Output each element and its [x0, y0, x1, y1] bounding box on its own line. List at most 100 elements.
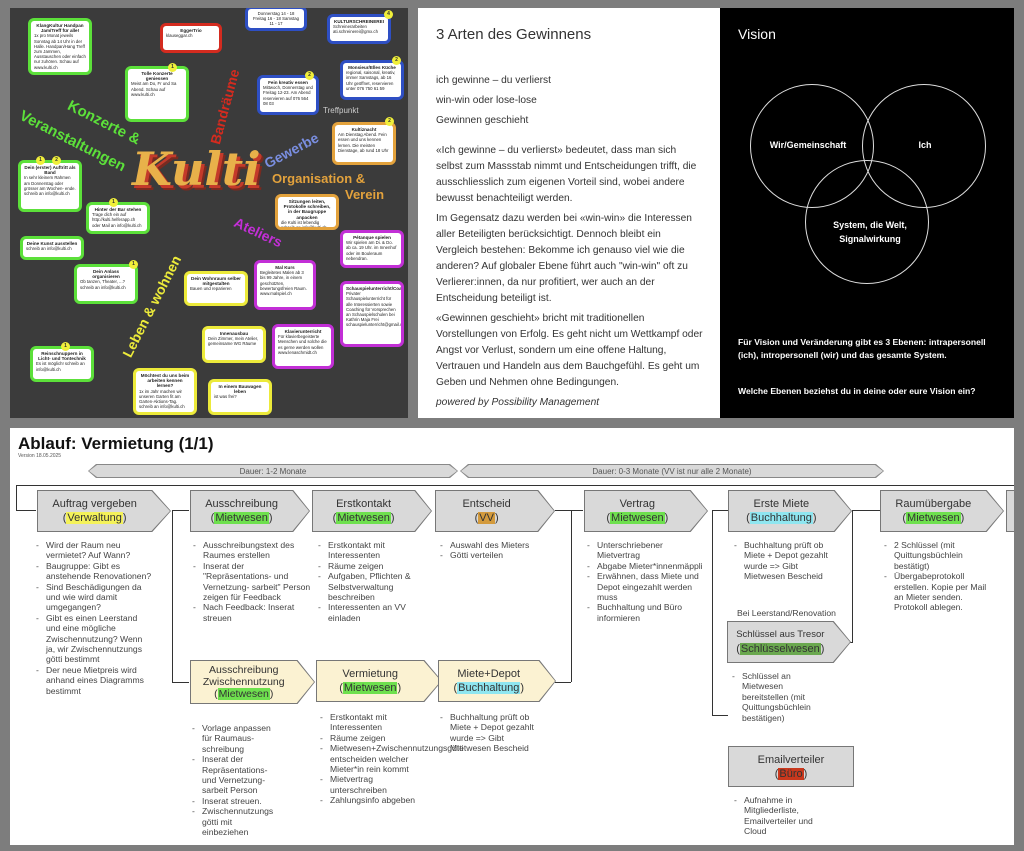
- list-item: Götti verteilen: [438, 550, 548, 561]
- branch-verein: Verein: [345, 187, 385, 202]
- step-title: Ausschreibung Zwischennutzung: [202, 664, 285, 688]
- step-partial: [1006, 490, 1014, 532]
- connector: [16, 485, 17, 510]
- step-notes: Schlüssel an Mietwesen bereitstellen (mi…: [730, 671, 828, 723]
- vision-panel: Vision Wir/Gemeinschaft Ich System, die …: [720, 8, 1014, 418]
- step-miete-depot[interactable]: Miete+Depot(Buchhaltung): [438, 660, 556, 702]
- step-title: Erstkontakt: [336, 498, 392, 510]
- connector: [172, 510, 189, 511]
- step-notes: 2 Schlüssel (mit Quittungsbüchlein bestä…: [882, 540, 992, 613]
- number-badge: 2: [385, 117, 394, 126]
- vision-title: Vision: [738, 26, 776, 42]
- list-item: Zahlungsinfo abgeben: [318, 795, 416, 806]
- connector: [16, 510, 36, 511]
- connector: [16, 485, 1014, 486]
- list-item: Aufnahme in Mitgliederliste, Emailvertei…: [732, 795, 830, 837]
- step-title: Raumübergabe: [895, 498, 972, 510]
- step-role: Mietwesen: [336, 512, 391, 524]
- step-erstkontakt[interactable]: Erstkontakt(Mietwesen): [312, 490, 432, 532]
- connector: [555, 510, 583, 511]
- list-item: Übergabeprotokoll erstellen. Kopie per M…: [882, 571, 992, 613]
- step-role: Mietwesen: [217, 688, 270, 700]
- vision-question: Welche Ebenen beziehst du in deine oder …: [738, 386, 976, 396]
- list-item: Wird der Raum neu vermietet? Auf Wann?: [34, 540, 152, 561]
- mindmap-box: Sitzungen leiten, Protokolle schreiben, …: [275, 194, 339, 230]
- step-notes: Buchhaltung prüft ob Miete + Depot gezah…: [438, 712, 538, 754]
- number-badge: 2: [392, 56, 401, 65]
- step-notes: Auswahl des MietersGötti verteilen: [438, 540, 548, 561]
- list-item: 2 Schlüssel (mit Quittungsbüchlein bestä…: [882, 540, 992, 571]
- step-role: Schlüsselwesen: [739, 643, 821, 655]
- step-role: Büro: [778, 767, 804, 780]
- step-role: Mietwesen: [214, 512, 269, 524]
- flow-version: Version 18.05.2025: [18, 453, 62, 459]
- list-item: Erstkontakt mit Interessenten: [316, 540, 436, 561]
- mindmap-box: Schauspielunterricht/CoachingPrivater Sc…: [340, 281, 404, 347]
- list-item: Baugruppe: Gibt es anstehende Renovation…: [34, 561, 152, 582]
- step-ausschreibung[interactable]: Ausschreibung(Mietwesen): [190, 490, 310, 532]
- step-erste-miete[interactable]: Erste Miete(Buchhaltung): [728, 490, 852, 532]
- step-title: Emailverteiler: [757, 753, 825, 766]
- step-vermietung[interactable]: Vermietung(Mietwesen): [316, 660, 442, 702]
- article-line: ich gewinne – du verlierst: [436, 75, 551, 86]
- step-title: Erste Miete: [753, 498, 810, 510]
- number-badge: 1: [36, 156, 45, 165]
- step-role: Verwaltung: [66, 512, 123, 524]
- article-paragraph: «Ich gewinne – du verlierst» bedeutet, d…: [436, 145, 697, 204]
- connector: [172, 510, 173, 682]
- article-line: win-win oder lose-lose: [436, 95, 537, 106]
- step-emailverteiler[interactable]: Emailverteiler(Büro): [728, 746, 854, 787]
- vision-text: Für Vision und Veränderung gibt es 3 Ebe…: [738, 337, 986, 360]
- list-item: Der neue Mietpreis wird anhand eines Dia…: [34, 665, 152, 696]
- branch-gewerbe: Gewerbe: [261, 129, 322, 172]
- list-item: Mietvertrag unterschreiben: [318, 774, 416, 795]
- step-notes: Unterschriebener MietvertragAbgabe Miete…: [585, 540, 703, 623]
- step-role: Mietwesen: [906, 512, 961, 524]
- mindmap-box: Möchtest du uns beim arbeiten kennen ler…: [133, 368, 197, 415]
- step-role: VV: [478, 512, 495, 524]
- list-item: Schlüssel an Mietwesen bereitstellen (mi…: [730, 671, 828, 723]
- step-notes: Ausschreibungstext des Raumes erstellenI…: [191, 540, 311, 623]
- list-item: Mietwesen+Zwischennutzungsgötti entschei…: [318, 743, 464, 774]
- connector: [852, 510, 880, 511]
- connector: [571, 510, 572, 682]
- step-ausschreibung-zwischennutzung[interactable]: Ausschreibung Zwischennutzung(Mietwesen): [190, 660, 315, 704]
- connector: [852, 510, 853, 642]
- branch-treffpunkt: Treffpunkt: [323, 106, 359, 115]
- step-raumuebergabe[interactable]: Raumübergabe(Mietwesen): [880, 490, 1004, 532]
- list-item: Inserat streuen.: [190, 796, 280, 807]
- list-item: Interessenten an VV einladen: [316, 602, 436, 623]
- list-item: Räume zeigen: [318, 733, 416, 744]
- list-item: Inserat der "Repräsentations- und Vernet…: [191, 561, 311, 603]
- step-vertrag[interactable]: Vertrag(Mietwesen): [584, 490, 708, 532]
- list-item: Unterschriebener Mietvertrag: [585, 540, 703, 561]
- step-title: Auftrag vergeben: [52, 498, 137, 510]
- list-item: Sind Beschädigungen da und wie wird dami…: [34, 582, 152, 613]
- article-title: 3 Arten des Gewinnens: [436, 26, 592, 43]
- list-item: Aufgaben, Pflichten & Selbstverwaltung b…: [316, 571, 436, 602]
- connector: [712, 715, 728, 716]
- duration-bar: Dauer: 1-2 Monate: [88, 464, 458, 478]
- step-schluessel-aus-tresor[interactable]: Schlüssel aus Tresor(Schlüsselwesen): [727, 621, 851, 663]
- connector: [555, 682, 571, 683]
- step-title: Vermietung: [342, 668, 399, 680]
- step-entscheid[interactable]: Entscheid(VV): [435, 490, 555, 532]
- list-item: Abgabe Mieter*innenmäppli: [585, 561, 703, 572]
- connector: [712, 510, 728, 511]
- list-item: Erstkontakt mit Interessenten: [318, 712, 416, 733]
- flow-panel: Ablauf: Vermietung (1/1) Version 18.05.2…: [10, 428, 1014, 845]
- article-paragraph: «Gewinnen geschieht» bricht mit traditio…: [436, 313, 703, 388]
- list-item: Vorlage anpassen für Raumaus- schreibung: [190, 723, 280, 754]
- step-auftrag-vergeben[interactable]: Auftrag vergeben(Verwaltung): [37, 490, 171, 532]
